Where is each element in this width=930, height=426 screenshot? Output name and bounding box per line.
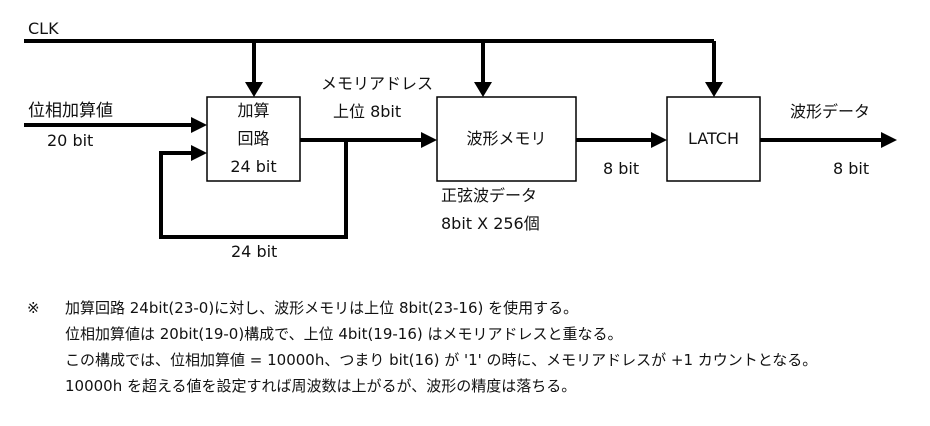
- phase-input-arrowhead: [191, 117, 207, 133]
- phase-input-bits: 20 bit: [47, 131, 94, 150]
- adder-bits: 24 bit: [230, 157, 277, 176]
- note-line: この構成では、位相加算値 = 10000h、つまり bit(16) が '1' …: [65, 351, 818, 369]
- adder-label-line2: 回路: [237, 129, 270, 148]
- memory-address-bits: 上位 8bit: [333, 102, 402, 121]
- output-bits: 8 bit: [833, 159, 870, 178]
- clk-memory-arrowhead: [474, 82, 492, 97]
- phase-input-label: 位相加算値: [28, 101, 113, 121]
- feedback-line: [159, 140, 348, 239]
- latch-label: LATCH: [687, 129, 740, 148]
- clk-latch-arrowhead: [705, 82, 723, 97]
- feedback-bits-label: 24 bit: [231, 242, 278, 261]
- memory-caption-line2: 8bit X 256個: [441, 214, 540, 233]
- latch-input-arrowhead: [651, 132, 667, 148]
- output-arrowhead: [881, 132, 897, 148]
- latch-block: [666, 96, 761, 182]
- adder-block: [206, 96, 301, 182]
- note-mark: ※: [27, 299, 40, 317]
- note-line: 位相加算値は 20bit(19-0)構成で、上位 4bit(19-16) はメモ…: [65, 325, 623, 343]
- adder-label-line1: 加算: [237, 101, 270, 120]
- memory-input-arrowhead: [421, 132, 437, 148]
- note-line: 加算回路 24bit(23-0)に対し、波形メモリは上位 8bit(23-16)…: [65, 299, 579, 317]
- memory-block: [436, 96, 577, 182]
- memory-output-bits: 8 bit: [603, 159, 640, 178]
- memory-label: 波形メモリ: [466, 129, 547, 148]
- clk-adder-arrowhead: [245, 82, 263, 97]
- clk-label: CLK: [28, 19, 59, 38]
- output-label: 波形データ: [790, 102, 871, 121]
- memory-caption-line1: 正弦波データ: [441, 186, 538, 205]
- memory-address-label: メモリアドレス: [321, 74, 434, 93]
- feedback-arrowhead: [191, 145, 207, 161]
- note-line: 10000h を超える値を設定すれば周波数は上がるが、波形の精度は落ちる。: [65, 377, 577, 395]
